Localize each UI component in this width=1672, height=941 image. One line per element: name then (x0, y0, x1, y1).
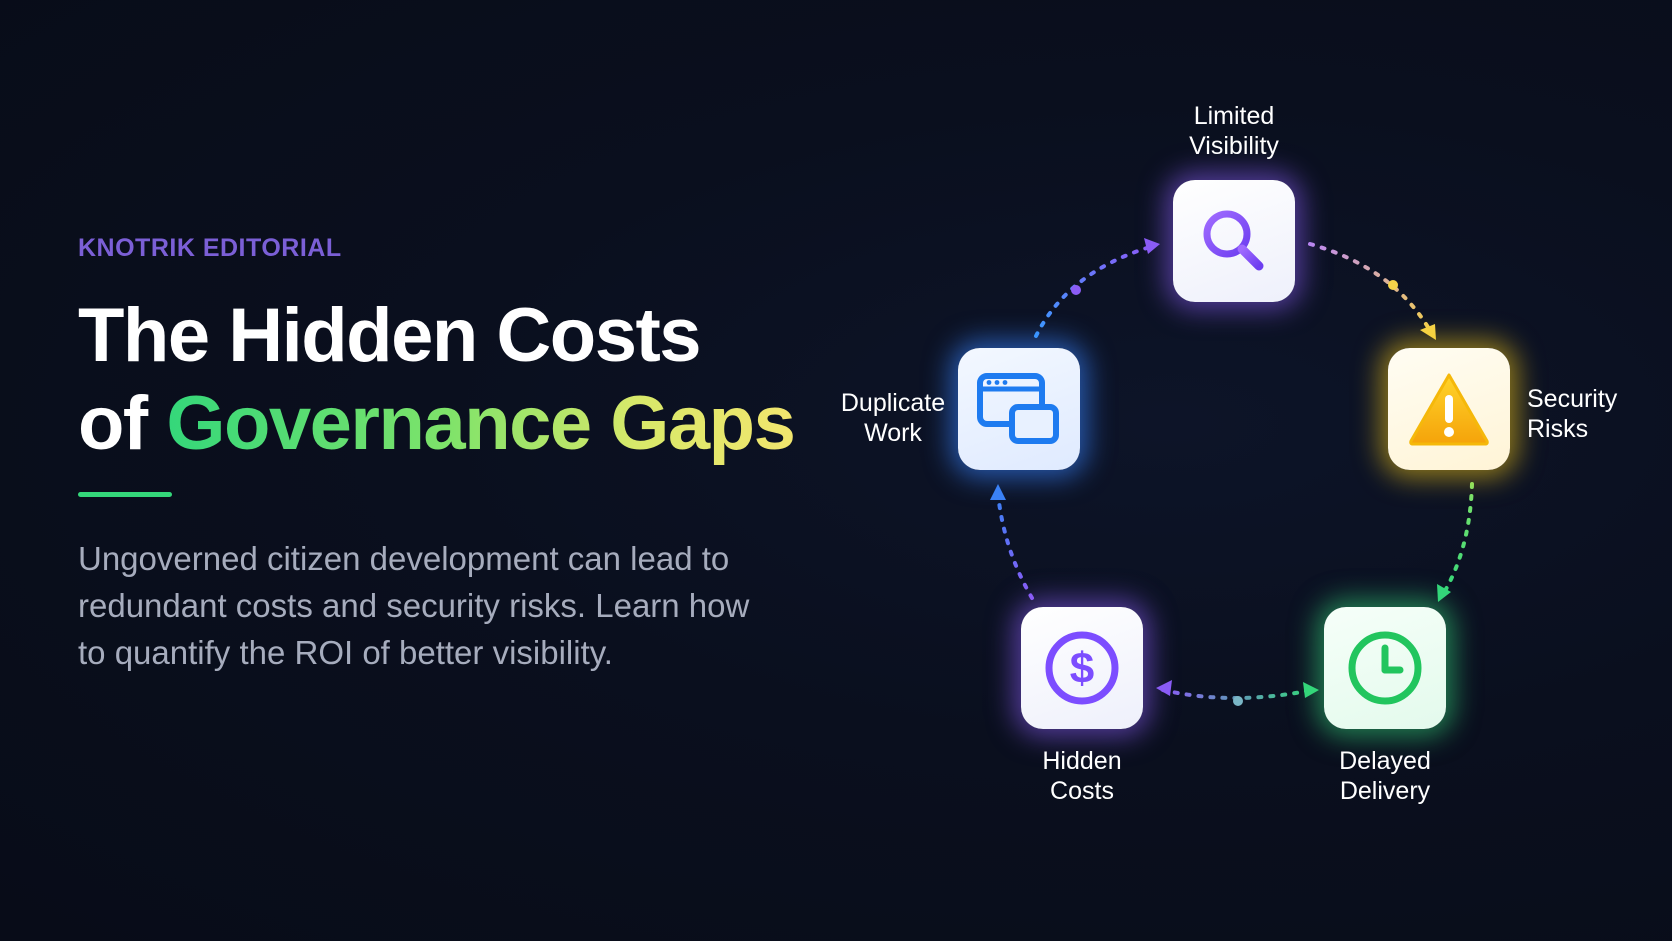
publisher-eyebrow: KNOTRIK EDITORIAL (78, 234, 342, 262)
title-highlight: Governance Gaps (166, 381, 796, 466)
arrow-security-to-delayed (1440, 482, 1474, 598)
title-line-1: The Hidden Costs (78, 293, 702, 378)
connector-dot (1388, 280, 1398, 290)
arrowhead (1144, 238, 1160, 254)
connector-dot (1233, 696, 1243, 706)
label-security-risks: Security Risks (1527, 385, 1618, 443)
arrow-visibility-to-security (1308, 242, 1434, 336)
node-duplicate-work (958, 348, 1080, 470)
dollar-icon: $ (1045, 631, 1119, 705)
arrowhead (990, 484, 1006, 500)
accent-divider (78, 492, 172, 497)
title-line-2-prefix: of (78, 381, 167, 466)
article-intro: KNOTRIK EDITORIAL The Hidden Costs of Go… (78, 0, 838, 941)
node-limited-visibility (1173, 180, 1295, 302)
arrowhead (1420, 324, 1436, 340)
article-description: Ungoverned citizen development can lead … (78, 540, 750, 671)
arrow-costs-to-duplicate (996, 492, 1034, 600)
node-hidden-costs: $ (1021, 607, 1143, 729)
label-duplicate-work: Duplicate Work (840, 389, 946, 447)
svg-text:$: $ (1070, 644, 1094, 693)
arrow-duplicate-to-visibility (1034, 245, 1152, 338)
title-line-2: of Governance Gaps (78, 380, 796, 468)
arrowhead (1156, 680, 1172, 696)
arrow-costs-delayed (1161, 688, 1314, 700)
node-delayed-delivery (1324, 607, 1446, 729)
warning-icon (1409, 373, 1489, 446)
label-limited-visibility: Limited Visibility (1189, 102, 1279, 160)
node-security-risks (1388, 348, 1510, 470)
duplicate-windows-icon (977, 373, 1059, 444)
label-hidden-costs: Hidden Costs (1042, 747, 1122, 805)
arrowhead (1303, 682, 1319, 698)
connector-dot (1071, 285, 1081, 295)
label-delayed-delivery: Delayed Delivery (1339, 747, 1431, 805)
arrowhead (1437, 584, 1451, 602)
magnifier-icon (1203, 210, 1264, 271)
clock-icon (1348, 631, 1422, 705)
page-title: The Hidden Costs of Governance Gaps (78, 292, 796, 468)
